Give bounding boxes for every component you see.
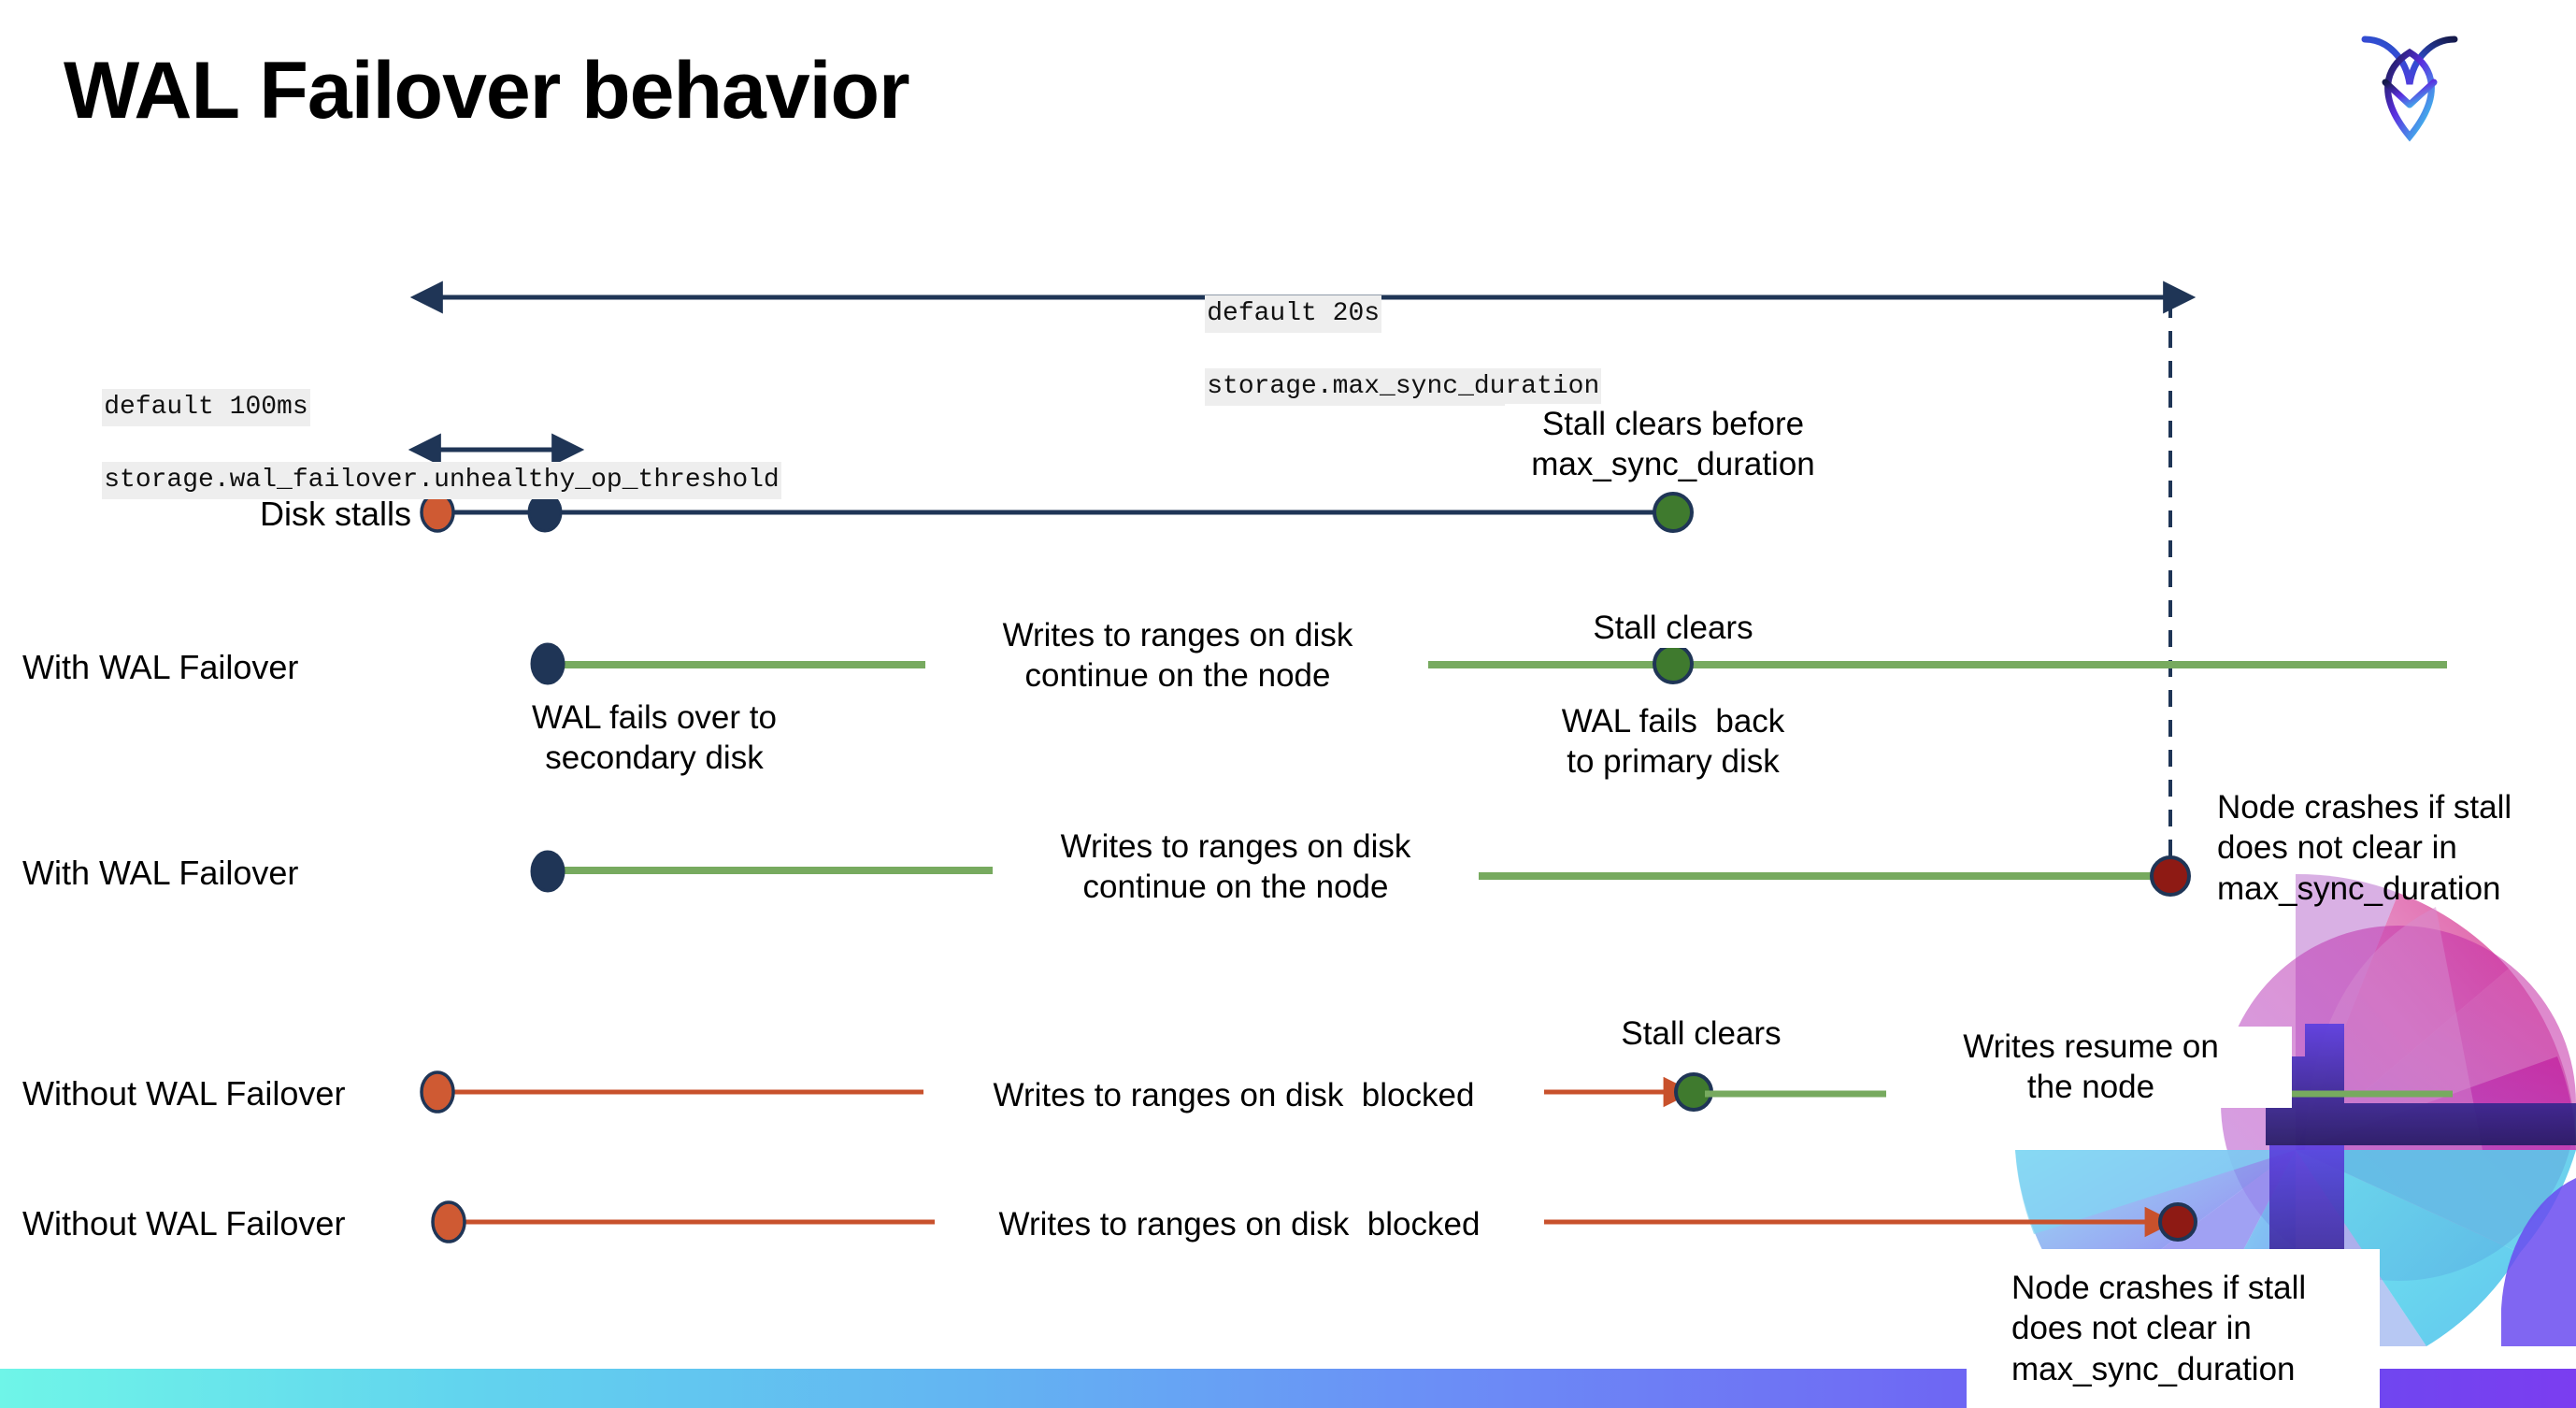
row-with-failover-crash-track [530, 850, 2191, 897]
row-label-disk-stalls: Disk stalls [259, 495, 411, 533]
page-title: WAL Failover behavior [64, 46, 910, 136]
max-sync-duration-setting: storage.max_sync_duration [1205, 368, 1602, 407]
row-without-failover-clears-track [420, 1070, 2453, 1113]
label-node-crashes-1: Node crashes if stall does not clear in … [2217, 789, 2512, 907]
unhealthy-op-threshold-annotation: default 100ms storage.wal_failover.unhea… [39, 353, 781, 535]
label-wal-fails-over: WAL fails over to secondary disk [532, 699, 777, 777]
row-label-with-wal-failover-1: With WAL Failover [22, 648, 299, 686]
node-crash-marker [2158, 1202, 2197, 1242]
label-node-crashes-2: Node crashes if stall does not clear in … [2011, 1270, 2307, 1387]
row-label-without-wal-failover-1: Without WAL Failover [22, 1074, 346, 1113]
row-without-failover-crash-track [431, 1200, 2197, 1243]
stall-clear-marker [1653, 492, 1694, 533]
row-disk-stalls-track [420, 492, 1694, 533]
max-sync-duration-default: default 20s [1205, 295, 1382, 334]
label-writes-blocked-2: Writes to ranges on disk blocked [935, 1204, 1544, 1245]
label-wal-fails-back: WAL fails back to primary disk [1561, 703, 1785, 781]
row-label-with-wal-failover-2: With WAL Failover [22, 854, 299, 892]
bottom-callout-backdrop [1967, 1249, 2380, 1408]
label-writes-blocked-1: Writes to ranges on disk blocked [923, 1075, 1544, 1116]
label-writes-resume: Writes resume on the node [1890, 1027, 2292, 1108]
unhealthy-op-threshold-setting: storage.wal_failover.unhealthy_op_thresh… [102, 462, 781, 500]
unhealthy-op-threshold-default: default 100ms [102, 389, 310, 427]
row-with-failover-clears-track [530, 642, 2447, 685]
label-writes-continue-1: Writes to ranges on disk continue on the… [935, 615, 1421, 697]
wal-failover-marker [530, 850, 565, 893]
node-crash-marker [2150, 855, 2191, 897]
max-sync-duration-annotation: default 20s storage.max_sync_duration [1142, 260, 1602, 441]
row-label-without-wal-failover-2: Without WAL Failover [22, 1204, 346, 1243]
stall-start-marker [420, 1070, 455, 1113]
cockroachdb-logo-icon [2354, 26, 2466, 146]
label-writes-continue-2: Writes to ranges on disk continue on the… [993, 826, 1479, 908]
stall-clear-marker [1653, 643, 1694, 684]
label-stall-clears-1: Stall clears [1542, 608, 1804, 649]
label-stall-clears-before-max-sync: Stall clears before max_sync_duration [1505, 404, 1841, 485]
stall-start-marker [431, 1200, 466, 1243]
wal-failover-marker [530, 642, 565, 685]
label-stall-clears-2: Stall clears [1570, 1013, 1832, 1055]
